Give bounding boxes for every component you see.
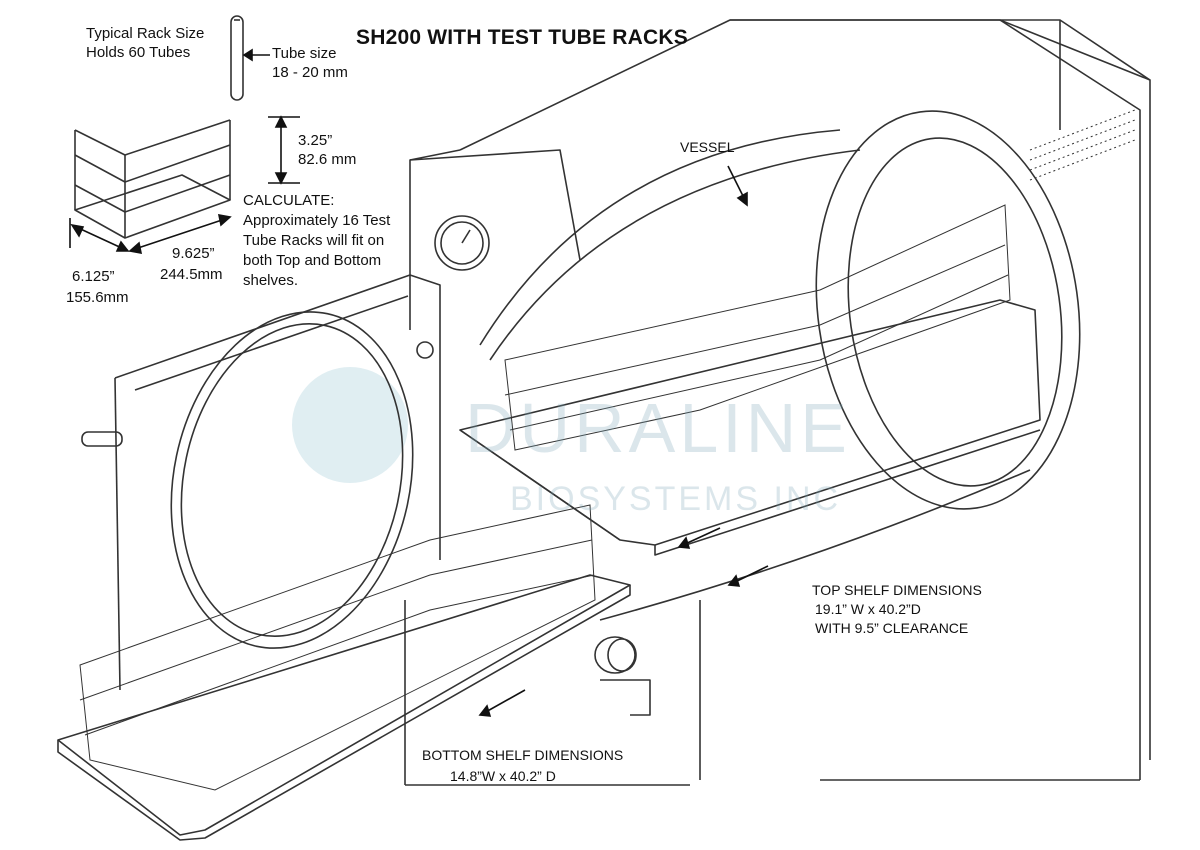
vessel-arrow <box>727 165 748 207</box>
rack-width-mm: 244.5mm <box>160 266 223 283</box>
rack-height-inches: 3.25” <box>298 132 333 149</box>
pressure-gauge-icon <box>434 215 490 271</box>
tube-icon <box>230 15 244 101</box>
top-shelf-tray <box>459 299 1041 556</box>
bottom-shelf-tray <box>57 574 631 841</box>
control-knob-icon <box>594 636 651 716</box>
rack-info-line1: Typical Rack Size <box>86 25 205 42</box>
cabinet-body <box>404 19 1151 786</box>
rack-width-dimension <box>128 214 232 254</box>
rack-width-inches: 9.625” <box>172 245 215 262</box>
tube-size-arrow <box>242 48 270 62</box>
vessel-chamber <box>479 110 1081 621</box>
watermark-logo-icon <box>292 367 408 483</box>
bottom-shelf-racks <box>79 504 596 791</box>
top-shelf-arrow-1 <box>677 527 721 549</box>
tube-size-label: Tube size <box>272 45 337 62</box>
small-rack-icon <box>74 119 231 239</box>
rack-depth-inches: 6.125” <box>72 268 115 285</box>
rack-height-dimension <box>268 115 300 185</box>
tube-size-value: 18 - 20 mm <box>272 64 348 81</box>
bottom-shelf-heading: BOTTOM SHELF DIMENSIONS <box>422 747 624 763</box>
calculate-line-3: both Top and Bottom <box>243 252 382 269</box>
watermark-name: DURALINE <box>465 389 851 467</box>
vessel-label: VESSEL <box>680 139 735 155</box>
calculate-line-4: shelves. <box>243 272 299 289</box>
cabinet-vents <box>1029 109 1136 181</box>
bottom-shelf-arrow <box>478 689 526 717</box>
diagram-title: SH200 WITH TEST TUBE RACKS <box>356 26 688 49</box>
rack-info-line2: Holds 60 Tubes <box>86 44 191 61</box>
rack-depth-mm: 155.6mm <box>66 289 129 306</box>
open-door <box>81 274 441 691</box>
top-shelf-size: 19.1” W x 40.2”D <box>815 601 921 617</box>
top-shelf-heading: TOP SHELF DIMENSIONS <box>812 582 982 598</box>
top-shelf-racks <box>504 204 1011 451</box>
top-shelf-arrow-2 <box>727 565 769 587</box>
top-shelf-clearance: WITH 9.5” CLEARANCE <box>815 620 969 636</box>
watermark-subtitle: BIOSYSTEMS INC <box>510 480 842 518</box>
calculate-heading: CALCULATE: <box>243 192 335 209</box>
rack-depth-dimension <box>69 218 130 252</box>
calculate-line-1: Approximately 16 Test <box>243 212 391 229</box>
bottom-shelf-size: 14.8”W x 40.2” D <box>450 768 556 784</box>
calculate-line-2: Tube Racks will fit on <box>243 232 385 249</box>
rack-height-mm: 82.6 mm <box>298 151 357 168</box>
